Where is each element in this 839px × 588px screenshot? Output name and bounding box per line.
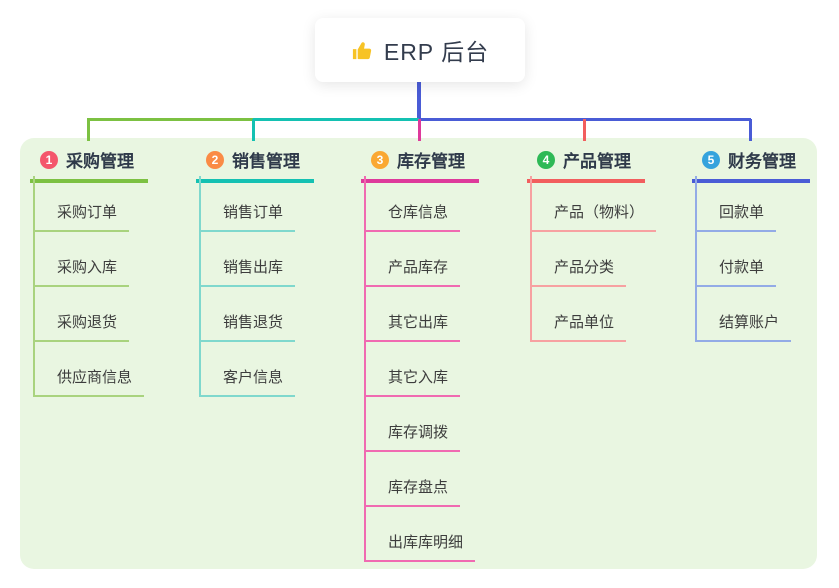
child-node[interactable]: 其它入库: [364, 342, 461, 397]
child-node[interactable]: 库存盘点: [364, 452, 461, 507]
child-node[interactable]: 产品单位: [530, 287, 627, 342]
branch-drop-line-inventory: [418, 119, 421, 141]
child-node[interactable]: 销售退货: [199, 287, 296, 342]
child-node[interactable]: 采购入库: [33, 232, 130, 287]
branch-spine-line: [530, 176, 532, 341]
background-panel: [20, 138, 817, 569]
child-node[interactable]: 产品（物料）: [530, 177, 657, 232]
branch-title: 财务管理: [728, 152, 796, 171]
child-node[interactable]: 产品分类: [530, 232, 627, 287]
connector-segment-sales: [253, 118, 419, 121]
child-node[interactable]: 库存调拨: [364, 397, 461, 452]
child-node[interactable]: 供应商信息: [33, 342, 145, 397]
child-node[interactable]: 付款单: [695, 232, 777, 287]
branch-title: 产品管理: [563, 152, 631, 171]
child-node[interactable]: 其它出库: [364, 287, 461, 342]
child-node[interactable]: 出库库明细: [364, 507, 476, 562]
branch-number-badge: 3: [371, 150, 389, 169]
connector-segment-purchase: [87, 118, 253, 121]
branch-spine-line: [695, 176, 697, 341]
child-node[interactable]: 客户信息: [199, 342, 296, 397]
branch-drop-line-sales: [252, 119, 255, 141]
branch-number-badge: 1: [40, 150, 58, 169]
child-node[interactable]: 销售订单: [199, 177, 296, 232]
branch-header-product[interactable]: 4 产品管理: [527, 147, 645, 183]
branch-title: 销售管理: [232, 152, 300, 171]
branch-header-purchase[interactable]: 1 采购管理: [30, 147, 148, 183]
child-node[interactable]: 采购订单: [33, 177, 130, 232]
branch-header-finance[interactable]: 5 财务管理: [692, 147, 810, 183]
child-node[interactable]: 销售出库: [199, 232, 296, 287]
child-node[interactable]: 结算账户: [695, 287, 792, 342]
child-node[interactable]: 采购退货: [33, 287, 130, 342]
child-node[interactable]: 产品库存: [364, 232, 461, 287]
branch-number-badge: 5: [702, 150, 720, 169]
root-node-label: ERP 后台: [383, 39, 490, 65]
branch-header-sales[interactable]: 2 销售管理: [196, 147, 314, 183]
root-connector-line: [417, 82, 421, 119]
thumbs-up-icon: [351, 39, 374, 62]
root-node[interactable]: ERP 后台: [315, 18, 525, 82]
branch-title: 库存管理: [397, 152, 465, 171]
branch-drop-line-finance: [749, 119, 752, 141]
branch-title: 采购管理: [66, 152, 134, 171]
branch-spine-line: [364, 176, 366, 561]
branch-drop-line-purchase: [87, 119, 90, 141]
branch-drop-line-product: [583, 119, 586, 141]
branch-number-badge: 4: [537, 150, 555, 169]
branch-header-inventory[interactable]: 3 库存管理: [361, 147, 479, 183]
child-node[interactable]: 仓库信息: [364, 177, 461, 232]
branch-number-badge: 2: [206, 150, 224, 169]
child-node[interactable]: 回款单: [695, 177, 777, 232]
